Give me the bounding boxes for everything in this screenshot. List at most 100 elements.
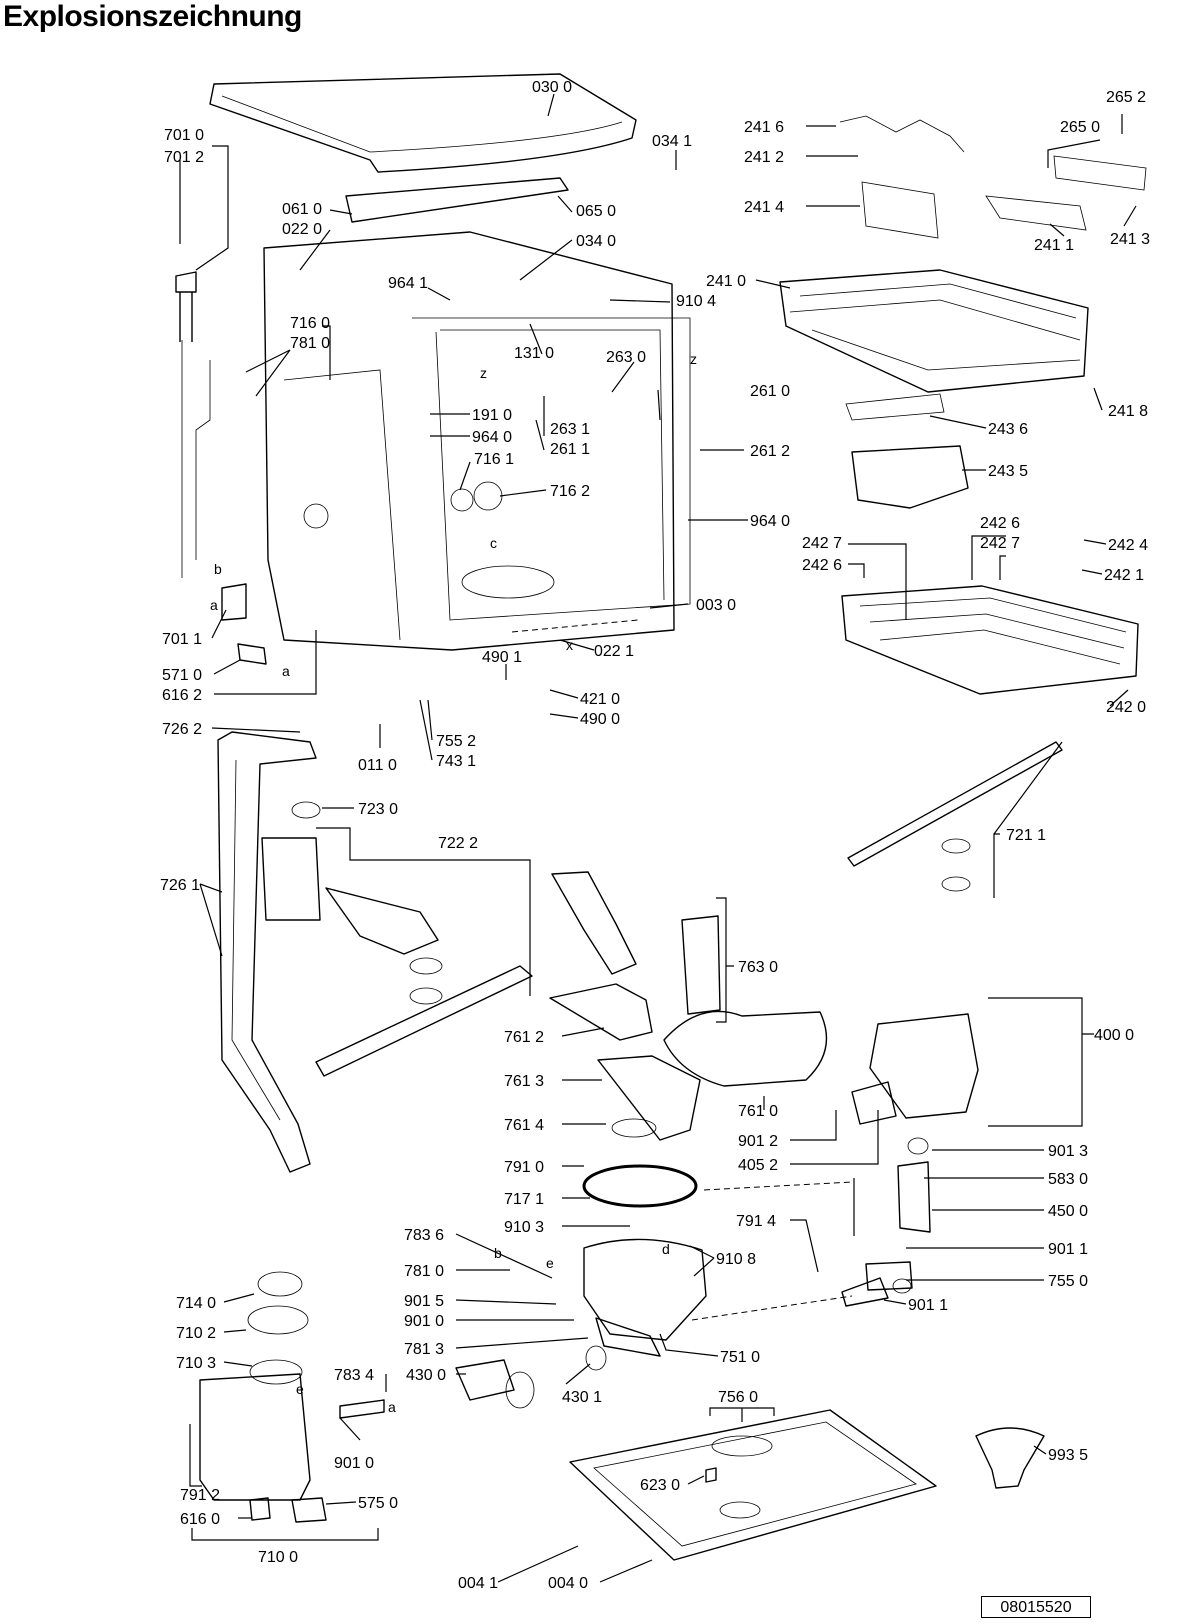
callout-761-2: 761 2 <box>504 1029 544 1046</box>
callout-191: 191 0 <box>472 407 512 424</box>
callout-721: 721 1 <box>1006 827 1046 844</box>
marker-e-softener: e <box>296 1381 304 1397</box>
marker-z-left: z <box>480 365 487 381</box>
callout-242-7a: 242 7 <box>802 535 842 552</box>
callout-261-1: 261 1 <box>550 441 590 458</box>
callout-716-1: 716 1 <box>474 451 514 468</box>
callout-910-8: 910 8 <box>716 1251 756 1268</box>
callout-910-3: 910 3 <box>504 1219 544 1236</box>
callout-242-4: 242 4 <box>1108 537 1148 554</box>
callout-783-4: 783 4 <box>334 1367 374 1384</box>
marker-x: x <box>566 637 573 653</box>
callout-labels: 030 0 034 1 061 0 065 0 022 0 034 0 701 … <box>160 79 1150 1592</box>
salt-funnel <box>975 1427 1045 1489</box>
callout-726-2: 726 2 <box>162 721 202 738</box>
upper-spray-arm <box>847 741 1063 867</box>
callout-781-0b: 781 0 <box>404 1263 444 1280</box>
callout-901-5: 901 5 <box>404 1293 444 1310</box>
callout-034-0: 034 0 <box>576 233 616 250</box>
circulation-pipe <box>217 731 317 1173</box>
callout-430-1: 430 1 <box>562 1389 602 1406</box>
callout-241-4: 241 4 <box>744 199 784 216</box>
marker-e-lower: e <box>546 1255 554 1271</box>
callout-714: 714 0 <box>176 1295 216 1312</box>
callout-241-0: 241 0 <box>706 273 746 290</box>
callout-583: 583 0 <box>1048 1171 1088 1188</box>
callout-061: 061 0 <box>282 201 322 218</box>
callout-616-0: 616 0 <box>180 1511 220 1528</box>
callout-261-0: 261 0 <box>750 383 790 400</box>
callout-761-3: 761 3 <box>504 1073 544 1090</box>
callout-241-2: 241 2 <box>744 149 784 166</box>
callout-242-1: 242 1 <box>1104 567 1144 584</box>
callout-717: 717 1 <box>504 1191 544 1208</box>
callout-964-0a: 964 0 <box>472 429 512 446</box>
fine-filter <box>663 1010 828 1087</box>
callout-910-4: 910 4 <box>676 293 716 310</box>
callout-131: 131 0 <box>514 345 554 362</box>
callout-004-1: 004 1 <box>458 1575 498 1592</box>
callout-616-2: 616 2 <box>162 687 202 704</box>
callout-241-8: 241 8 <box>1108 403 1148 420</box>
callout-756: 756 0 <box>718 1389 758 1406</box>
callout-723: 723 0 <box>358 801 398 818</box>
callout-743: 743 1 <box>436 753 476 770</box>
callout-241-1: 241 1 <box>1034 237 1074 254</box>
callout-490-1: 490 1 <box>482 649 522 666</box>
marker-d: d <box>662 1241 670 1257</box>
callout-783-6: 783 6 <box>404 1227 444 1244</box>
callout-263-0: 263 0 <box>606 349 646 366</box>
marker-b-lower: b <box>494 1245 502 1261</box>
wash-pump-motor <box>869 1013 979 1119</box>
callout-004-0: 004 0 <box>548 1575 588 1592</box>
callout-964-0b: 964 0 <box>750 513 790 530</box>
callout-710-0: 710 0 <box>258 1549 298 1566</box>
marker-b-upper: b <box>214 561 222 577</box>
part-sketches <box>175 73 1147 1561</box>
insulation-strip <box>345 177 569 223</box>
callout-781-3: 781 3 <box>404 1341 444 1358</box>
sump <box>583 1238 707 1341</box>
callout-241-3: 241 3 <box>1110 231 1150 248</box>
callout-243-6: 243 6 <box>988 421 1028 438</box>
drawing-number-box: 08015520 <box>981 1596 1091 1618</box>
callout-964-1: 964 1 <box>388 275 428 292</box>
callout-901-0b: 901 0 <box>334 1455 374 1472</box>
lower-spray-arm <box>315 965 533 1077</box>
callout-993: 993 5 <box>1048 1447 1088 1464</box>
marker-a-lower: a <box>282 663 290 679</box>
callout-003: 003 0 <box>696 597 736 614</box>
callout-400: 400 0 <box>1094 1027 1134 1044</box>
callout-763: 763 0 <box>738 959 778 976</box>
callout-761-0: 761 0 <box>738 1103 778 1120</box>
upper-basket <box>779 269 1089 393</box>
callout-701-0: 701 0 <box>164 127 204 144</box>
marker-a-upper: a <box>210 597 218 613</box>
lower-basket <box>841 585 1139 695</box>
callout-034-1: 034 1 <box>652 133 692 150</box>
marker-c: c <box>490 535 497 551</box>
callout-791-4: 791 4 <box>736 1213 776 1230</box>
callout-421: 421 0 <box>580 691 620 708</box>
callout-710-3: 710 3 <box>176 1355 216 1372</box>
callout-490-0: 490 0 <box>580 711 620 728</box>
worktop-cover <box>209 73 637 173</box>
callout-265-0: 265 0 <box>1060 119 1100 136</box>
callout-755-0: 755 0 <box>1048 1273 1088 1290</box>
marker-z-right: z <box>690 351 697 367</box>
callout-571: 571 0 <box>162 667 202 684</box>
callout-430-0: 430 0 <box>406 1367 446 1384</box>
callout-263-1: 263 1 <box>550 421 590 438</box>
callout-710-2: 710 2 <box>176 1325 216 1342</box>
callout-242-0: 242 0 <box>1106 699 1146 716</box>
leader-lines <box>179 93 1137 1583</box>
drain-hose-retainer <box>175 271 197 293</box>
callout-241-6: 241 6 <box>744 119 784 136</box>
callout-722: 722 2 <box>438 835 478 852</box>
callout-261-2: 261 2 <box>750 443 790 460</box>
callout-623: 623 0 <box>640 1477 680 1494</box>
cutlery-basket <box>851 445 969 509</box>
callout-761-4: 761 4 <box>504 1117 544 1134</box>
callout-242-6b: 242 6 <box>802 557 842 574</box>
